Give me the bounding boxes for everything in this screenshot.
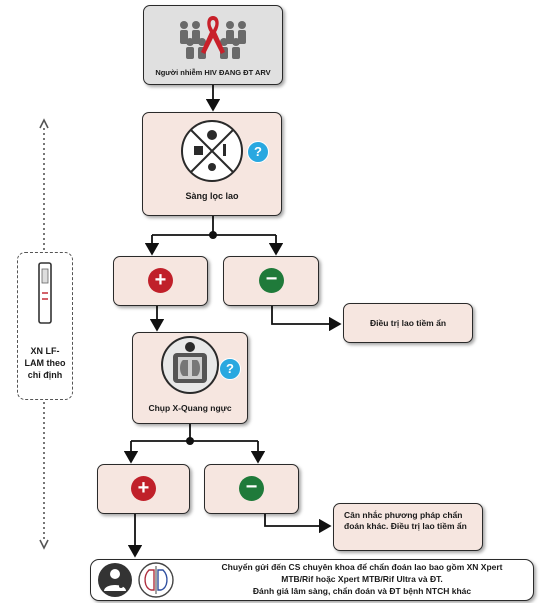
latent-tb-box: Điều trị lao tiềm ẩn — [343, 303, 473, 343]
lf-lam-box: XN LF-LAM theo chỉ định — [17, 252, 73, 400]
lung-scan-icon — [138, 562, 174, 598]
referral-line-2: MTB/Rif hoặc Xpert MTB/Rif Ultra và ĐT. — [281, 574, 443, 584]
hiv-patient-label: Người nhiễm HIV ĐANG ĐT ARV — [155, 68, 271, 77]
screening-question-icon: ? — [247, 141, 269, 163]
xray-label: Chụp X-Quang ngực — [148, 403, 232, 413]
lf-lam-label: XN LF-LAM theo chỉ định — [24, 346, 66, 380]
xray-positive-box: + — [97, 464, 190, 514]
ribbon-people-icon — [180, 16, 246, 59]
referral-line-1: Chuyển gửi đến CS chuyên khoa để chẩn đo… — [221, 562, 503, 572]
minus-icon: − — [239, 476, 264, 501]
consider-other-box: Cân nhắc phương pháp chẩn đoán khác. Điề… — [333, 503, 483, 551]
minus-icon: − — [259, 268, 284, 293]
test-strip-icon — [38, 262, 52, 324]
xray-negative-box: − — [204, 464, 299, 514]
xray-box: ? Chụp X-Quang ngực — [132, 332, 248, 424]
referral-line-3: Đánh giá lâm sàng, chẩn đoán và ĐT bệnh … — [252, 586, 472, 596]
screening-positive-box: + — [113, 256, 208, 306]
symptom-wheel-icon — [181, 120, 243, 182]
consider-other-label: Cân nhắc phương pháp chẩn đoán khác. Điề… — [344, 510, 467, 531]
referral-box: Chuyển gửi đến CS chuyên khoa để chẩn đo… — [90, 559, 534, 601]
screening-label: Sàng lọc lao — [185, 191, 239, 201]
xray-chest-icon — [161, 336, 219, 394]
doctor-icon — [98, 563, 132, 597]
latent-tb-label: Điều trị lao tiềm ẩn — [369, 318, 447, 328]
xray-question-icon: ? — [219, 358, 241, 380]
hiv-patient-box: Người nhiễm HIV ĐANG ĐT ARV — [143, 5, 283, 85]
plus-icon: + — [148, 268, 173, 293]
plus-icon: + — [131, 476, 156, 501]
screening-box: ? Sàng lọc lao — [142, 112, 282, 216]
screening-negative-box: − — [223, 256, 319, 306]
